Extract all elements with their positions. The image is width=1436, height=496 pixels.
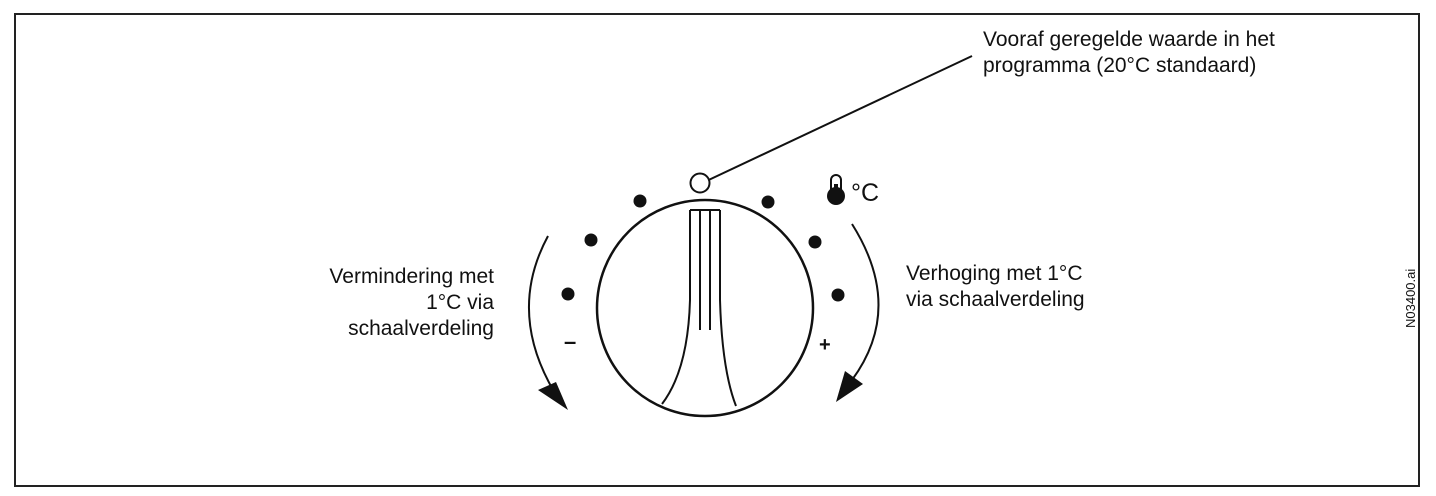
increase-label-line-2: via schaalverdeling [906, 288, 1085, 311]
dial-knob [595, 198, 815, 418]
knob-pointer [661, 209, 737, 407]
curved-arrow-right-icon [836, 223, 880, 402]
decrease-label-line-3: schaalverdeling [348, 317, 494, 340]
diagram-frame [14, 13, 1420, 487]
scale-mark-plus-2 [808, 235, 822, 249]
scale-mark-minus-2 [584, 233, 598, 247]
scale-mark-preset [689, 172, 711, 194]
scale-mark-minus-1 [633, 194, 647, 208]
curved-arrow-left-icon [527, 235, 568, 410]
increase-label-line-1: Verhoging met 1°C [906, 262, 1083, 285]
decrease-label-line-2: 1°C via [426, 291, 494, 314]
decrease-label-line-1: Vermindering met [329, 265, 494, 288]
preset-label-line-1: Vooraf geregelde waarde in het [983, 28, 1275, 51]
plus-sign: + [819, 334, 831, 356]
preset-value-label: Vooraf geregelde waarde in het programma… [983, 27, 1275, 79]
scale-mark-plus-3 [831, 288, 845, 302]
file-id-label: N03400.ai [1403, 268, 1418, 328]
increase-label: Verhoging met 1°C via schaalverdeling [906, 261, 1085, 313]
preset-label-line-2: programma (20°C standaard) [983, 54, 1257, 77]
celsius-unit-label: °C [851, 179, 880, 207]
preset-leader-line [697, 55, 973, 186]
scale-mark-minus-3 [561, 287, 575, 301]
decrease-label: Vermindering met 1°C via schaalverdeling [329, 264, 494, 342]
thermometer-icon [827, 174, 845, 205]
minus-sign: – [564, 329, 577, 354]
scale-mark-plus-1 [761, 195, 775, 209]
